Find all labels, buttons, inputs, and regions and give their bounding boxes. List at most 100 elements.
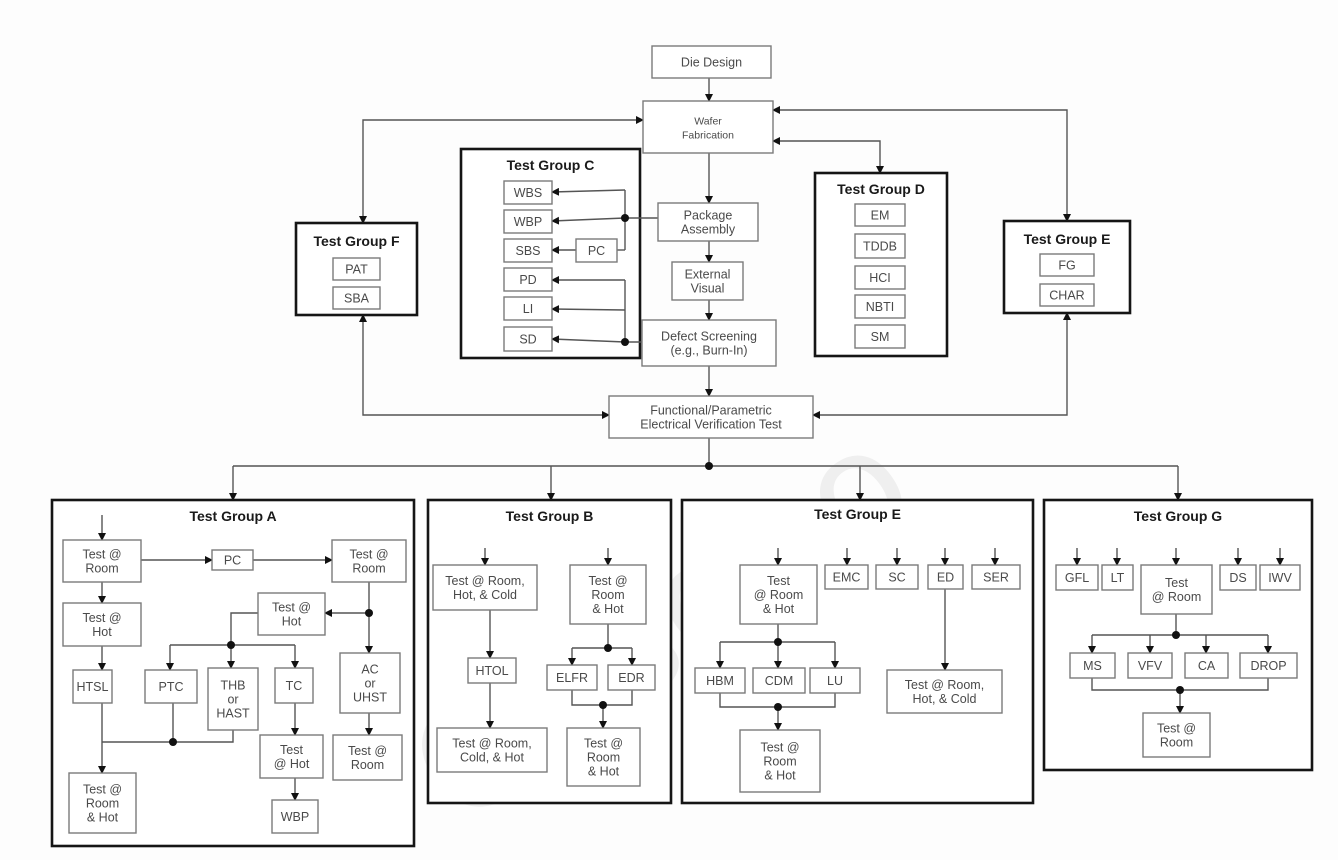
node-label: HBM	[706, 674, 734, 688]
node-label: WBS	[514, 186, 542, 200]
node-label: CDM	[765, 674, 793, 688]
node-label: Test @	[82, 548, 121, 562]
node-label: SBS	[515, 244, 540, 258]
node-label: Room	[763, 755, 796, 769]
node-box	[332, 286, 381, 310]
node-label: SER	[983, 571, 1009, 585]
node-a-wbp: WBP	[271, 799, 319, 834]
node-label: Room	[85, 562, 118, 576]
node-box	[854, 324, 906, 349]
node-label: EDR	[618, 671, 644, 685]
node-defect-screening: Defect Screening(e.g., Burn-In)	[641, 319, 777, 367]
node-box	[503, 238, 553, 263]
node-c-pd: PD	[503, 267, 553, 292]
node-a-pc: PC	[211, 549, 254, 571]
node-box	[1239, 652, 1298, 679]
node-label: Test @	[588, 574, 627, 588]
node-e-rh: Test@ Room& Hot	[739, 564, 818, 625]
node-label: External	[685, 268, 731, 282]
node-box	[1055, 564, 1099, 591]
node-et-fg: FG	[1039, 253, 1095, 277]
node-label: NBTI	[866, 300, 894, 314]
node-label: ELFR	[556, 671, 588, 685]
node-g-ca: CA	[1184, 652, 1229, 679]
node-box	[503, 296, 553, 321]
node-label: Test @	[272, 601, 311, 615]
node-box	[566, 727, 641, 787]
node-label: Test @	[83, 783, 122, 797]
flow-arrow	[772, 106, 1071, 222]
node-label: Test @	[1157, 722, 1196, 736]
node-label: Defect Screening	[661, 330, 757, 344]
node-box	[739, 564, 818, 625]
node-label: WBP	[514, 215, 542, 229]
flow-arrow	[359, 314, 610, 419]
node-box	[971, 564, 1021, 590]
node-label: Die Design	[681, 56, 742, 70]
node-box	[332, 734, 403, 781]
node-g-drop: DROP	[1239, 652, 1298, 679]
node-label: or	[364, 677, 375, 691]
node-label: LI	[523, 302, 533, 316]
node-box	[569, 564, 647, 625]
flow-arrow	[812, 312, 1071, 419]
node-box	[886, 669, 1003, 714]
node-box	[739, 729, 821, 793]
group-title: Test Group D	[837, 181, 925, 197]
node-label: Room	[1160, 736, 1193, 750]
node-label: ED	[937, 571, 954, 585]
node-a-ptc: PTC	[144, 669, 198, 704]
node-g-ds: DS	[1219, 564, 1257, 591]
node-box	[642, 100, 774, 154]
node-box	[641, 319, 777, 367]
group-title: Test Group B	[506, 508, 594, 524]
node-box	[68, 772, 137, 834]
node-label: SBA	[344, 292, 370, 306]
node-label: LU	[827, 674, 843, 688]
node-e-ed: ED	[927, 564, 964, 590]
node-e-emc: EMC	[824, 564, 869, 590]
junction-dot	[365, 609, 373, 617]
node-b-rhc: Test @ Room,Hot, & Cold	[432, 564, 538, 611]
node-et-char: CHAR	[1039, 283, 1095, 307]
node-box	[72, 669, 113, 704]
node-g-lt: LT	[1101, 564, 1134, 591]
node-d-tddb: TDDB	[854, 233, 906, 259]
node-box	[657, 202, 759, 242]
node-label: TDDB	[863, 240, 897, 254]
node-box	[274, 667, 314, 704]
junction-dot	[604, 644, 612, 652]
node-label: HCI	[869, 271, 891, 285]
node-label: @ Room	[754, 588, 804, 602]
flow-arrow	[551, 305, 626, 314]
node-label: Test @ Room,	[445, 574, 524, 588]
node-box	[436, 727, 548, 773]
node-label: CA	[1198, 659, 1216, 673]
node-box	[62, 602, 142, 647]
node-a-hot1: Test @Hot	[62, 602, 142, 647]
node-label: Test @	[348, 744, 387, 758]
node-label: Test @	[760, 741, 799, 755]
node-d-hci: HCI	[854, 265, 906, 290]
junction-dot	[227, 641, 235, 649]
flow-arrow	[551, 335, 626, 344]
node-label: Test @	[349, 548, 388, 562]
node-d-nbti: NBTI	[854, 294, 906, 319]
node-box	[1039, 283, 1095, 307]
node-box	[651, 45, 772, 79]
node-box	[671, 261, 744, 301]
node-e-sc: SC	[875, 564, 919, 590]
node-box	[854, 203, 906, 227]
group-title: Test Group E	[814, 506, 901, 522]
flow-arrow	[359, 116, 644, 224]
node-box	[1140, 564, 1213, 615]
node-box	[1142, 712, 1211, 758]
node-c-wbs: WBS	[503, 180, 553, 205]
node-label: SM	[871, 330, 890, 344]
node-label: & Hot	[588, 765, 620, 779]
junction-dot	[599, 701, 607, 709]
node-label: LT	[1111, 571, 1125, 585]
